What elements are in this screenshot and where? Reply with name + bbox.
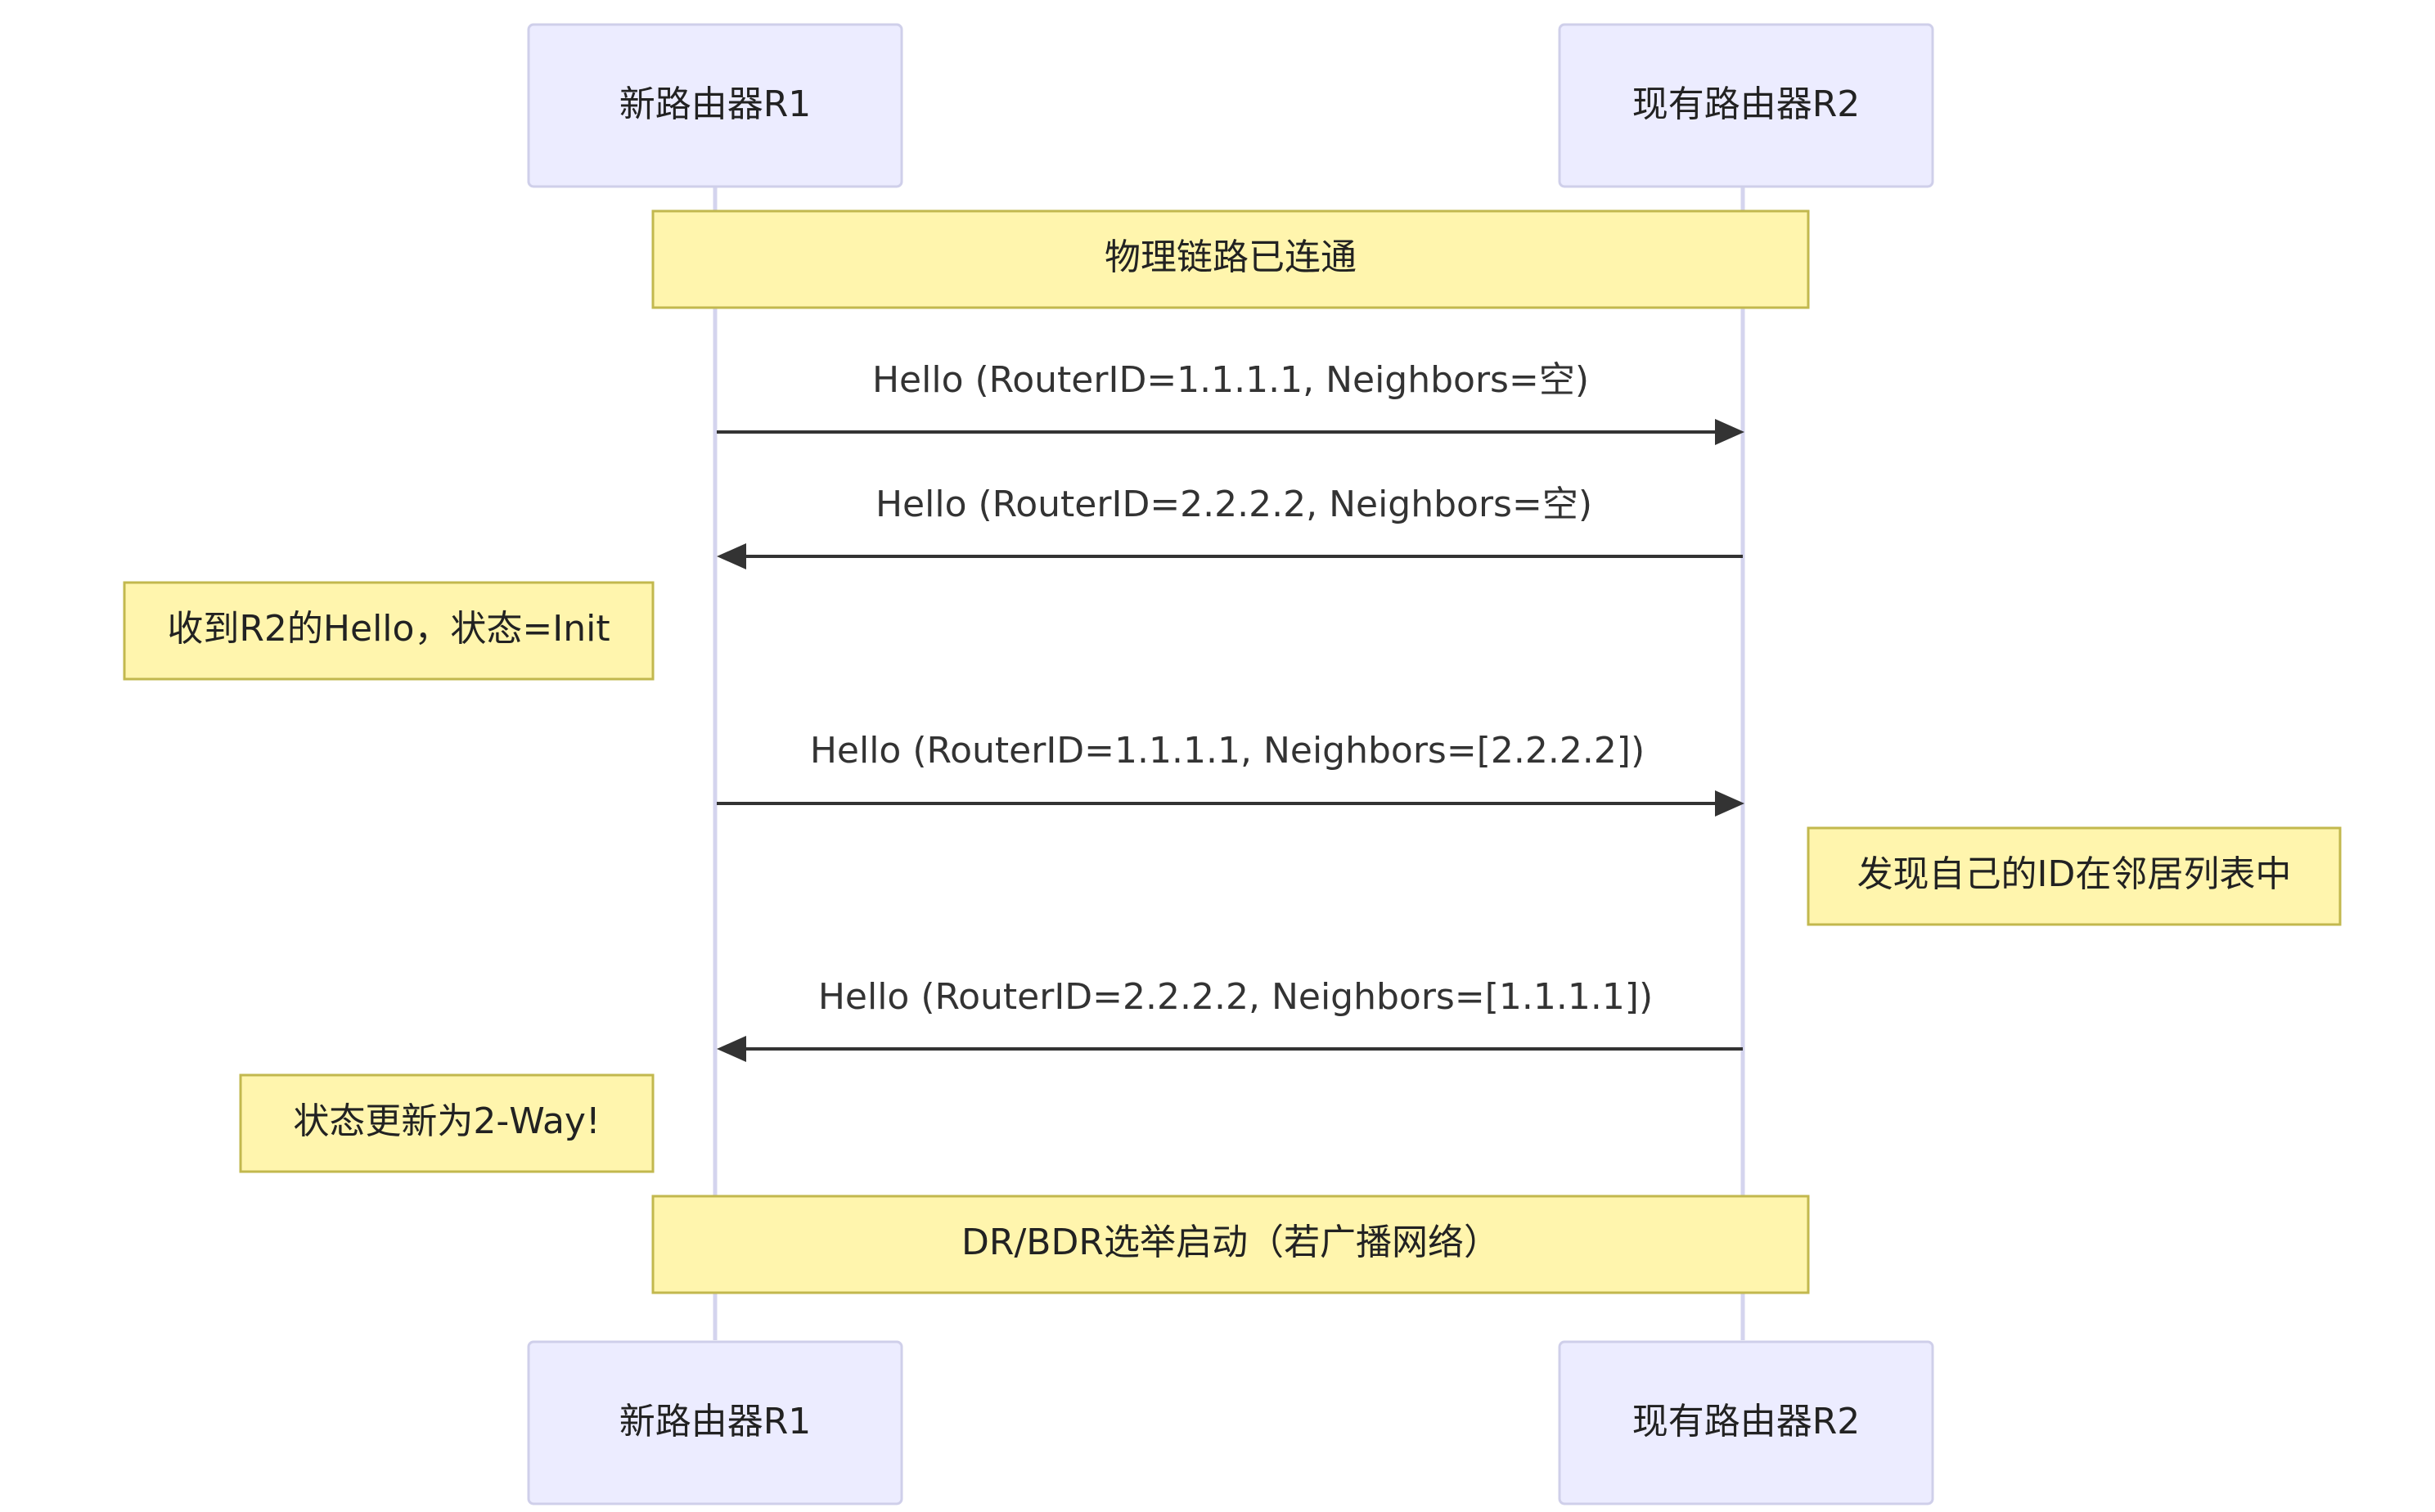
arrowhead-left-icon [717, 543, 746, 569]
actor-r1-bottom: 新路由器R1 [527, 1340, 903, 1505]
message-2-label: Hello (RouterID=2.2.2.2, Neighbors=空) [875, 484, 1592, 525]
note-r1-init: 收到R2的Hello，状态=Init [123, 581, 655, 681]
actor-r2-bottom: 现有路由器R2 [1558, 1340, 1934, 1505]
message-2: Hello (RouterID=2.2.2.2, Neighbors=空) [717, 484, 1743, 569]
note-link-up-text: 物理链路已连通 [1105, 236, 1357, 278]
actor-r1-bottom-label: 新路由器R1 [619, 1401, 812, 1442]
note-r1-2way: 状态更新为2-Way! [239, 1073, 655, 1173]
actor-r2-top-label: 现有路由器R2 [1632, 83, 1861, 125]
actor-r1-top-label: 新路由器R1 [619, 83, 812, 125]
note-link-up: 物理链路已连通 [651, 209, 1810, 309]
arrowhead-right-icon [1715, 419, 1744, 445]
actor-r2-top: 现有路由器R2 [1558, 23, 1934, 188]
message-3-label: Hello (RouterID=1.1.1.1, Neighbors=[2.2.… [810, 730, 1645, 772]
note-dr-election: DR/BDR选举启动（若广播网络） [651, 1195, 1810, 1294]
note-dr-election-text: DR/BDR选举启动（若广播网络） [961, 1222, 1500, 1263]
actor-r1-top: 新路由器R1 [527, 23, 903, 188]
note-r1-2way-text: 状态更新为2-Way! [293, 1100, 600, 1142]
arrowhead-right-icon [1715, 790, 1744, 817]
message-4-label: Hello (RouterID=2.2.2.2, Neighbors=[1.1.… [818, 976, 1653, 1018]
message-1: Hello (RouterID=1.1.1.1, Neighbors=空) [717, 359, 1744, 445]
note-r2-found-text: 发现自己的ID在邻居列表中 [1857, 853, 2292, 895]
note-r1-init-text: 收到R2的Hello，状态=Init [167, 608, 610, 650]
message-4: Hello (RouterID=2.2.2.2, Neighbors=[1.1.… [717, 976, 1743, 1062]
actor-r2-bottom-label: 现有路由器R2 [1632, 1401, 1861, 1442]
message-3: Hello (RouterID=1.1.1.1, Neighbors=[2.2.… [717, 730, 1744, 817]
arrowhead-left-icon [717, 1036, 746, 1062]
message-1-label: Hello (RouterID=1.1.1.1, Neighbors=空) [872, 359, 1589, 401]
note-r2-found: 发现自己的ID在邻居列表中 [1807, 826, 2342, 926]
